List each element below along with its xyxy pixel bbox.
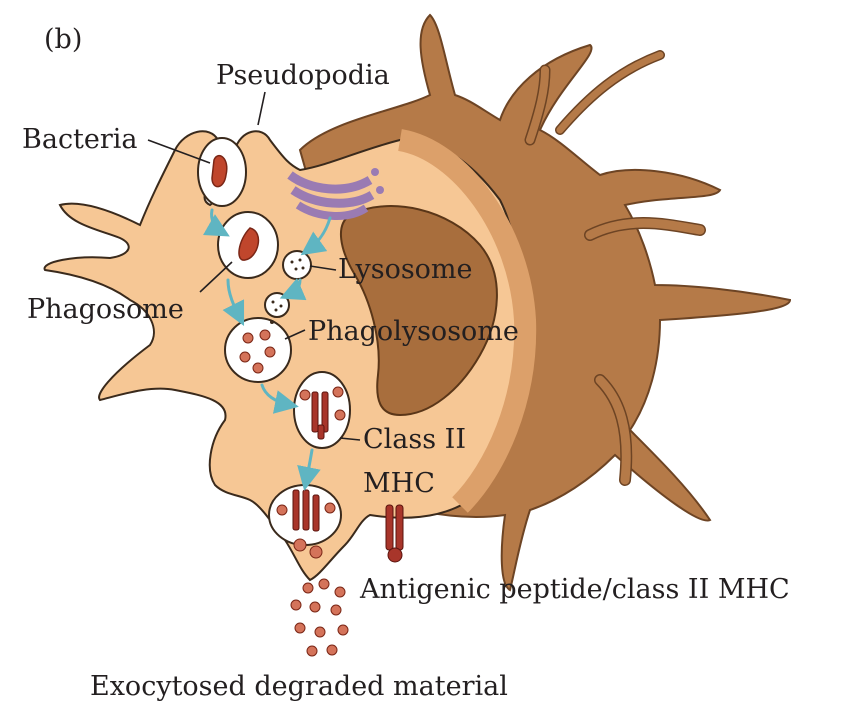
label-bacteria: Bacteria: [22, 124, 138, 155]
label-lysosome: Lysosome: [338, 254, 473, 285]
label-mhc: MHC: [363, 468, 435, 499]
phagolysosome: [225, 318, 291, 382]
lysosome: [283, 251, 311, 279]
label-phagosome: Phagosome: [27, 294, 184, 325]
label-pseudopodia: Pseudopodia: [216, 60, 390, 91]
label-antigenic-peptide: Antigenic peptide/class II MHC: [359, 574, 790, 605]
label-class-ii: Class II: [363, 424, 466, 455]
label-phagolysosome: Phagolysosome: [308, 316, 519, 347]
exocytosed-particles: [291, 579, 348, 656]
mhc-vesicle: [294, 372, 350, 448]
phagosome: [218, 212, 278, 278]
bacteria-vesicle: [198, 138, 246, 206]
label-exocytosed: Exocytosed degraded material: [90, 671, 508, 702]
fusing-lysosome: [265, 293, 289, 317]
panel-label: (b): [44, 24, 82, 55]
